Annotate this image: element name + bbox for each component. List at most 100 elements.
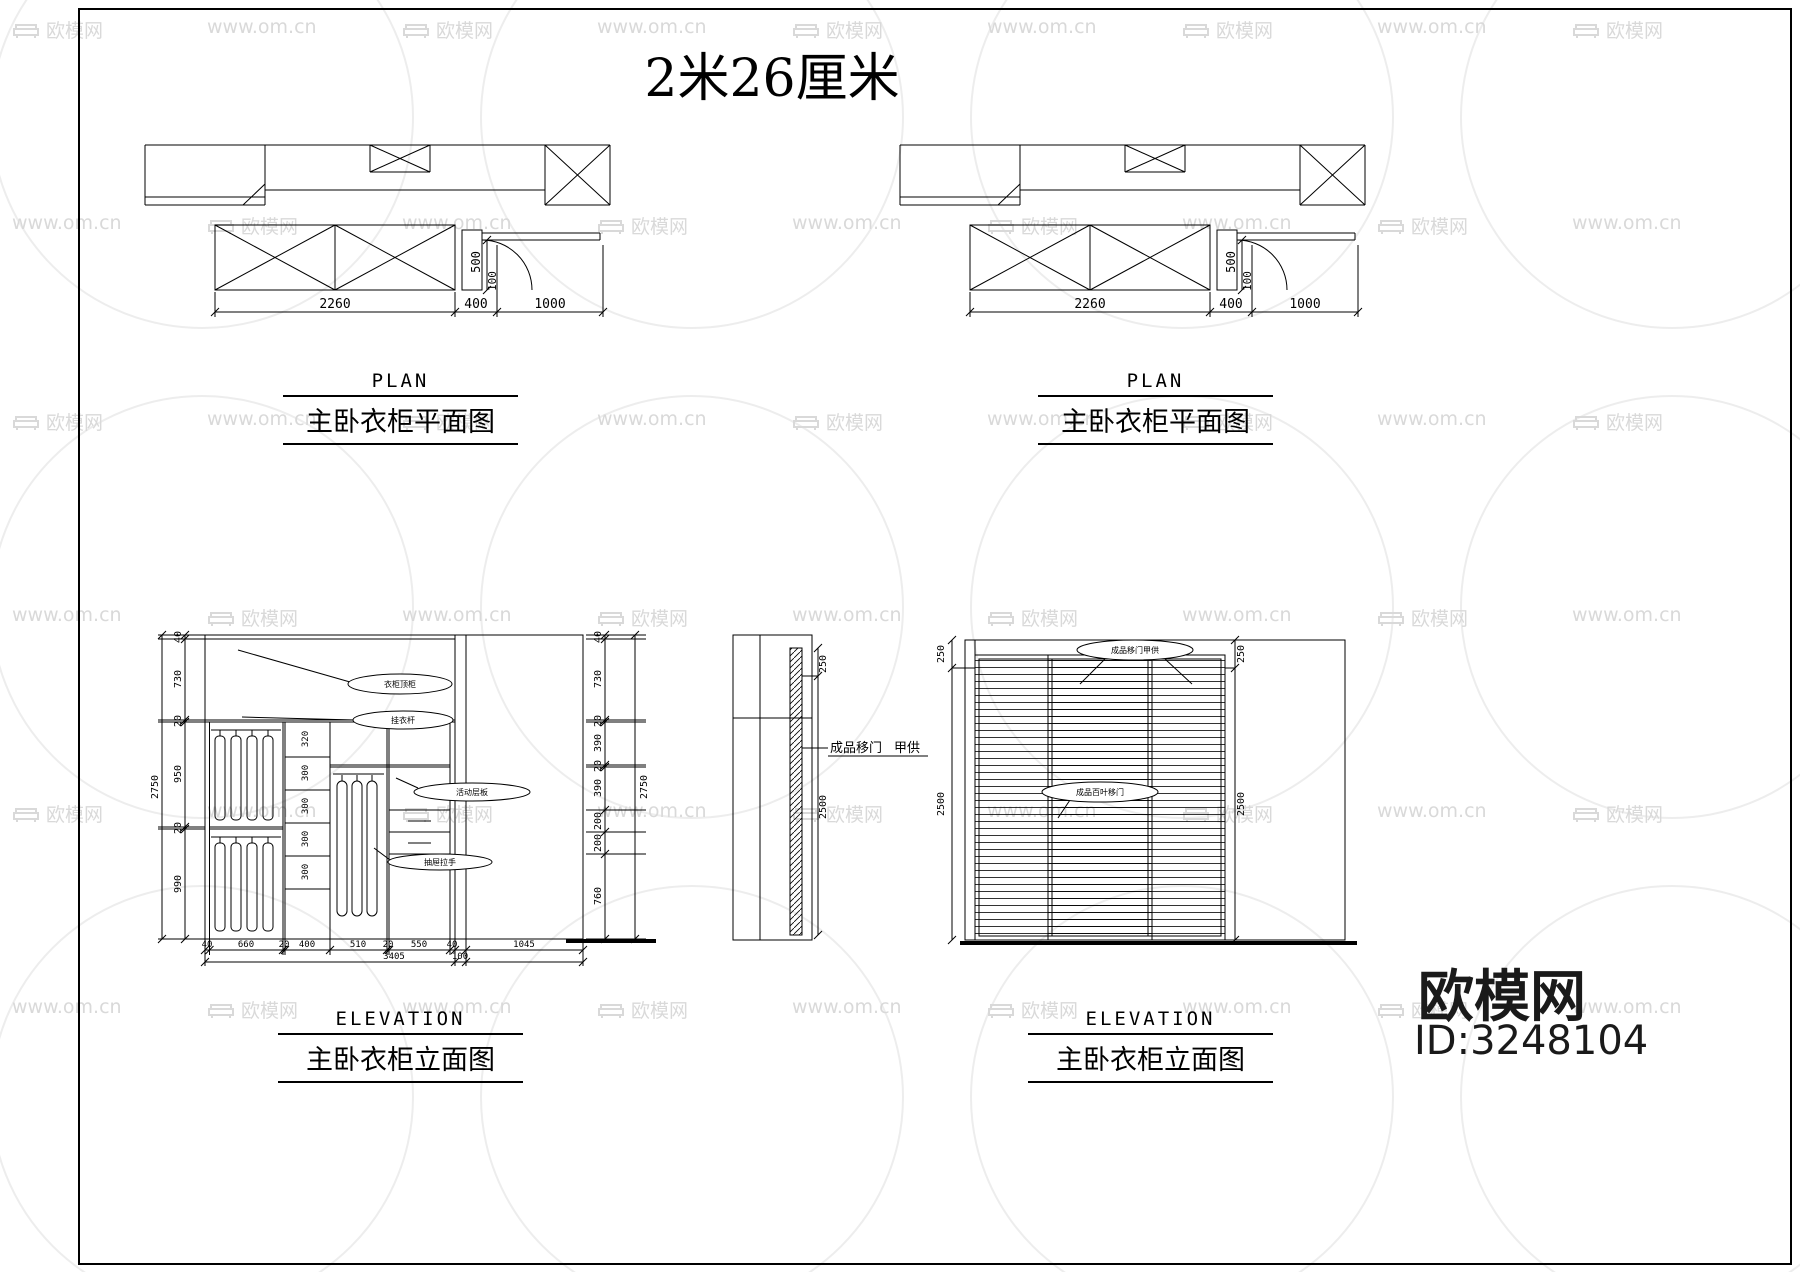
watermark-brand: 欧模网 <box>792 408 883 435</box>
watermark-url: www.om.cn <box>792 996 902 1018</box>
note-1: 挂衣杆 <box>391 715 415 725</box>
dim-er-left-2500: 2500 <box>936 792 947 816</box>
watermark-url: www.om.cn <box>1377 800 1487 822</box>
section-body <box>732 634 813 941</box>
dim-plan-100: 100 <box>486 271 499 291</box>
watermark-brand-text: 欧模网 <box>826 20 884 42</box>
note-top: 成品移门甲供 <box>1111 645 1159 655</box>
sofa-icon <box>1573 807 1599 822</box>
elevation-right: 250 2500 250 2500 成品移门甲供 成品百叶移门 <box>936 635 1357 945</box>
sofa-icon <box>403 415 429 430</box>
dim-plan-2260: 2260 <box>319 297 350 312</box>
plan-label-cn: 主卧衣柜平面图 <box>283 397 518 445</box>
sofa-icon <box>793 415 819 430</box>
dim-bot-overall: 3405 <box>383 952 405 962</box>
dim-bot-3: 400 <box>299 940 315 950</box>
plan-label-en: PLAN <box>283 370 518 397</box>
watermark-url: www.om.cn <box>597 800 707 822</box>
watermark-brand-text: 欧模网 <box>631 216 689 238</box>
dim-section-250: 250 <box>818 655 829 673</box>
dim-plan-1000: 1000 <box>534 297 565 312</box>
dim-plan-400: 400 <box>1219 297 1242 312</box>
watermark-brand-text: 欧模网 <box>1606 20 1664 42</box>
watermark-brand-text: 欧模网 <box>826 804 884 826</box>
dim-plan-500: 500 <box>1224 251 1238 273</box>
elevation-label-1: ELEVATION 主卧衣柜立面图 <box>278 1008 523 1083</box>
shelf-dim-2: 300 <box>301 798 311 814</box>
sofa-icon <box>1378 611 1404 626</box>
note-mid: 成品百叶移门 <box>1076 787 1124 797</box>
dim-bot-0: 40 <box>202 940 213 950</box>
shelf-dim-1: 300 <box>301 765 311 781</box>
watermark-brand: 欧模网 <box>207 604 298 631</box>
watermark-brand: 欧模网 <box>987 996 1078 1023</box>
watermark-brand: 欧模网 <box>1377 212 1468 239</box>
watermark-ring <box>1460 0 1800 329</box>
watermark-brand-text: 欧模网 <box>46 20 104 42</box>
hanging-clothes <box>214 730 378 932</box>
watermark-url: www.om.cn <box>12 212 122 234</box>
elevation-left: 2750 40 730 20 950 20 990 40 730 20 390 … <box>150 630 656 967</box>
note-0: 衣柜顶柜 <box>384 679 416 689</box>
watermark-brand-text: 欧模网 <box>241 1000 299 1022</box>
sofa-icon <box>208 1003 234 1018</box>
watermark-brand-text: 欧模网 <box>1411 608 1469 630</box>
watermark-brand-text: 欧模网 <box>46 412 104 434</box>
sofa-icon <box>1573 415 1599 430</box>
shelf-dim-0: 320 <box>301 731 311 747</box>
dim-right-2: 20 <box>593 715 604 727</box>
dim-plan-500: 500 <box>469 251 483 273</box>
watermark-brand-text: 欧模网 <box>1216 20 1274 42</box>
elevation-right-annotations: 成品移门甲供 成品百叶移门 <box>1041 639 1194 819</box>
watermark-url: www.om.cn <box>597 16 707 38</box>
watermark-brand: 欧模网 <box>402 408 493 435</box>
dim-section-2500: 2500 <box>818 795 829 819</box>
watermark-brand: 欧模网 <box>1182 16 1273 43</box>
watermark-url: www.om.cn <box>1182 212 1292 234</box>
watermark-brand-text: 欧模网 <box>241 216 299 238</box>
sofa-icon <box>598 611 624 626</box>
watermark-url: www.om.cn <box>1377 16 1487 38</box>
dim-bot-4: 510 <box>350 940 366 950</box>
plan-view-2: 2260 400 1000 500 100 <box>899 144 1366 317</box>
watermark-brand: 欧模网 <box>1572 800 1663 827</box>
watermark-url: www.om.cn <box>792 212 902 234</box>
dim-right-1: 730 <box>593 670 604 688</box>
watermark-url: www.om.cn <box>207 408 317 430</box>
watermark-url: www.om.cn <box>12 604 122 626</box>
watermark-brand-text: 欧模网 <box>1606 412 1664 434</box>
watermark-url: www.om.cn <box>1572 604 1682 626</box>
plan-dimensions: 2260 400 1000 500 100 <box>965 235 1363 317</box>
model-id: ID:3248104 <box>1414 1018 1649 1064</box>
dim-plan-2260: 2260 <box>1074 297 1105 312</box>
watermark-ring <box>480 885 904 1272</box>
dim-bot-panel: 1045 <box>513 940 535 950</box>
dim-left-4: 20 <box>173 822 184 834</box>
elevation-label-2: ELEVATION 主卧衣柜立面图 <box>1028 1008 1273 1083</box>
watermark-url: www.om.cn <box>402 604 512 626</box>
watermark-brand: 欧模网 <box>1572 408 1663 435</box>
watermark-url: www.om.cn <box>402 996 512 1018</box>
elevation-left-annotations: 衣柜顶柜 挂衣杆 活动层板 抽屉拉手 <box>237 649 531 871</box>
watermark-brand-text: 欧模网 <box>1021 608 1079 630</box>
elevation-right-dimensions: 250 2500 250 2500 <box>936 635 1247 945</box>
dim-right-5: 390 <box>593 779 604 797</box>
dim-plan-100: 100 <box>1241 271 1254 291</box>
watermark-brand: 欧模网 <box>207 212 298 239</box>
dim-bot-2: 20 <box>279 940 290 950</box>
sofa-icon <box>13 807 39 822</box>
dim-right-0: 40 <box>593 631 604 643</box>
dim-left-5: 990 <box>173 875 184 893</box>
dim-bot-5: 20 <box>383 940 394 950</box>
note-door: 成品移门 <box>830 741 882 756</box>
watermark-brand-text: 欧模网 <box>1021 1000 1079 1022</box>
dim-er-right-2500: 2500 <box>1236 792 1247 816</box>
sofa-icon <box>13 415 39 430</box>
watermark-ring <box>0 885 414 1272</box>
note-2: 活动层板 <box>456 787 488 797</box>
section-view: 250 2500 成品移门 甲供 <box>732 634 928 941</box>
plan-label-cn: 主卧衣柜平面图 <box>1038 397 1273 445</box>
watermark-url: www.om.cn <box>792 604 902 626</box>
sofa-icon <box>598 1003 624 1018</box>
